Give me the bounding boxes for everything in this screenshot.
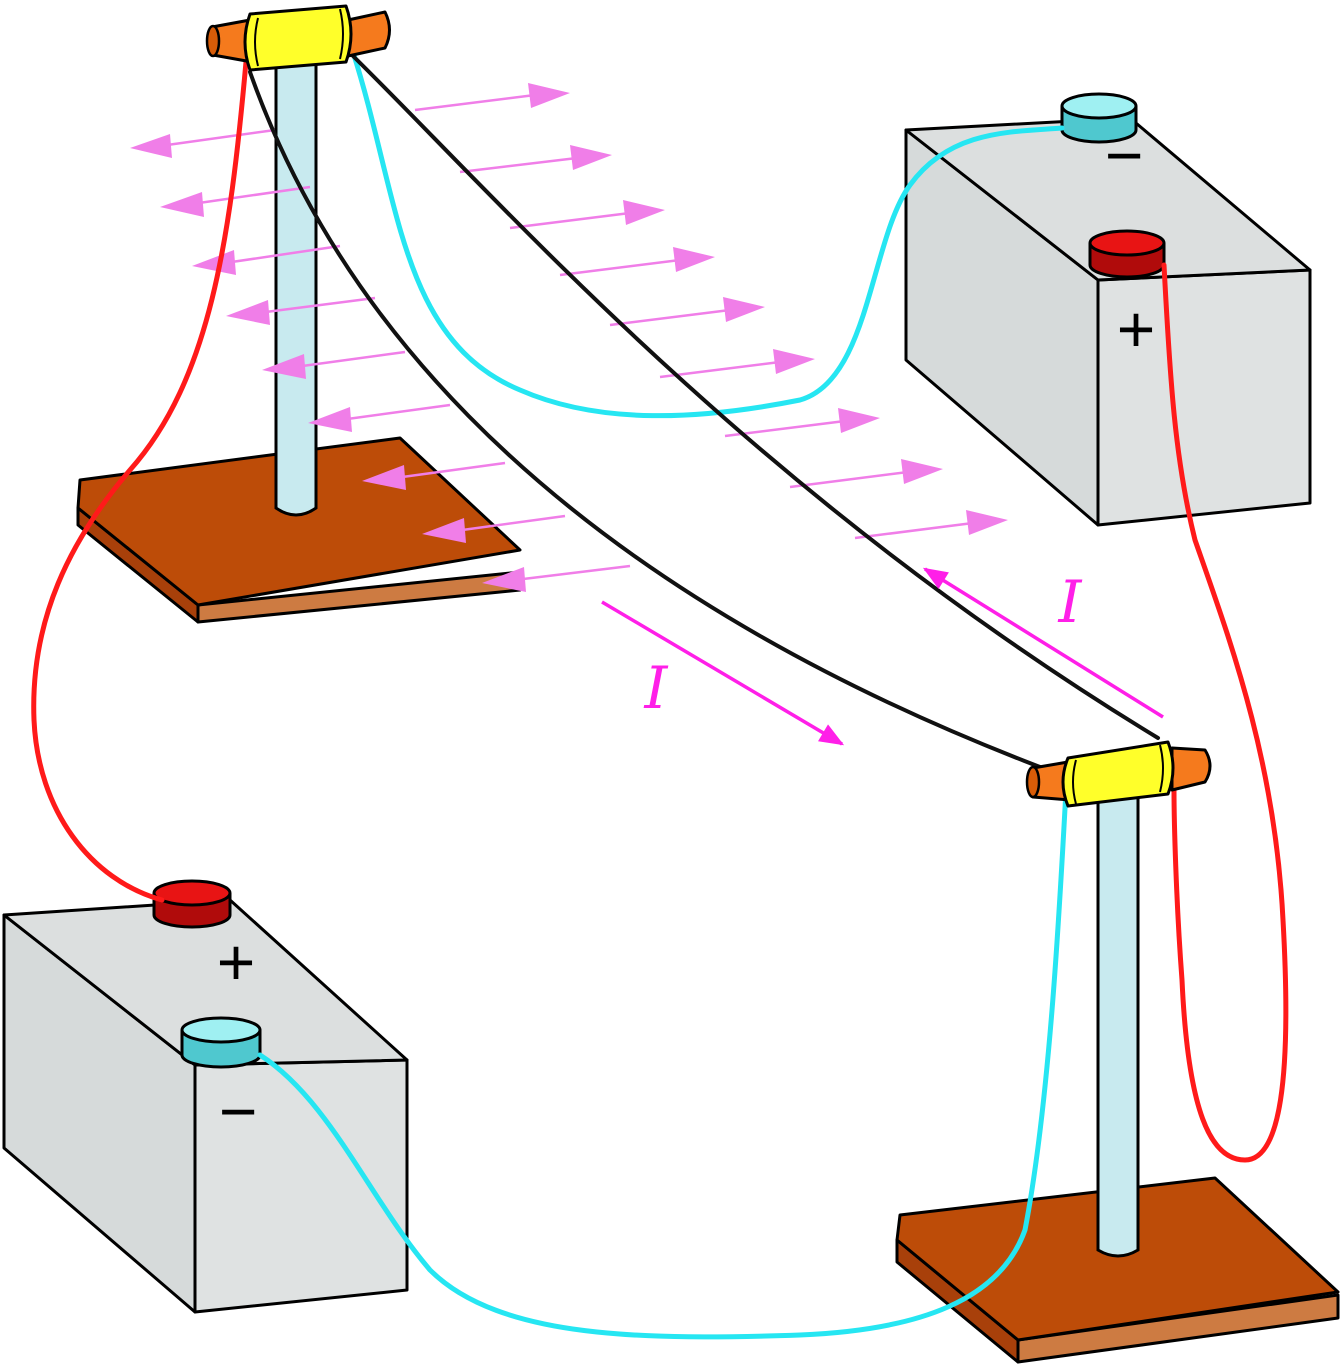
battery-negative-sign: − <box>1105 118 1144 192</box>
force-arrow <box>724 408 880 438</box>
clamp-end-cap-right <box>1170 746 1212 792</box>
battery-positive-sign: + <box>217 925 256 999</box>
force-arrow <box>308 403 451 432</box>
force-arrow <box>362 461 506 490</box>
lead-wires <box>31 49 1289 1340</box>
stand-bottom-right <box>895 795 1340 1364</box>
cyan-wire-bottom <box>257 787 1069 1340</box>
battery-positive-terminal <box>152 879 232 929</box>
force-arrow <box>659 349 815 379</box>
current-arrow-down <box>601 600 845 746</box>
current-arrow-up <box>922 567 1164 719</box>
force-arrow <box>509 200 665 230</box>
force-arrow <box>160 185 311 217</box>
stand-top-left <box>76 60 522 624</box>
force-arrow <box>262 350 406 379</box>
force-arrows-left <box>130 128 631 592</box>
force-arrow <box>422 514 566 543</box>
clamp-top-left <box>205 4 391 72</box>
battery-top-right: − + <box>904 92 1312 527</box>
red-wire-left <box>31 59 249 903</box>
force-arrows-right <box>414 83 1008 540</box>
stand-base-top <box>895 1176 1340 1342</box>
force-arrow <box>192 244 341 275</box>
current-label-right: I <box>1058 568 1083 636</box>
clamp-end-cap-right <box>346 10 391 58</box>
force-arrow <box>559 247 715 277</box>
stand-pole <box>1096 795 1140 1258</box>
battery-positive-terminal <box>1088 229 1166 279</box>
parallel-conductors <box>248 53 1160 769</box>
conductor-right <box>350 53 1160 740</box>
clamp-body <box>1061 740 1175 808</box>
force-arrow <box>130 128 276 158</box>
clamp-bottom-right <box>1025 740 1212 808</box>
stand-pole <box>274 60 318 517</box>
battery-bottom-left: + − <box>2 879 409 1314</box>
stand-base-front <box>1016 1293 1340 1364</box>
battery-negative-terminal <box>1060 92 1138 144</box>
current-label-left: I <box>644 654 669 722</box>
force-arrow <box>482 564 631 592</box>
battery-top <box>904 116 1312 282</box>
force-arrow <box>226 296 376 325</box>
force-arrow <box>854 510 1008 540</box>
battery-negative-sign: − <box>219 1074 258 1148</box>
battery-positive-sign: + <box>1117 292 1156 366</box>
cyan-wire-top <box>350 49 1065 419</box>
force-arrow <box>609 297 765 327</box>
battery-negative-terminal <box>180 1016 262 1069</box>
stand-base-top <box>76 436 522 607</box>
force-arrow <box>459 145 612 174</box>
force-arrow <box>789 459 943 489</box>
conductor-left <box>248 70 1042 769</box>
current-indicators <box>601 567 1164 746</box>
clamp-body <box>243 4 353 72</box>
force-arrow <box>414 83 570 112</box>
red-wire-right <box>1161 262 1289 1163</box>
